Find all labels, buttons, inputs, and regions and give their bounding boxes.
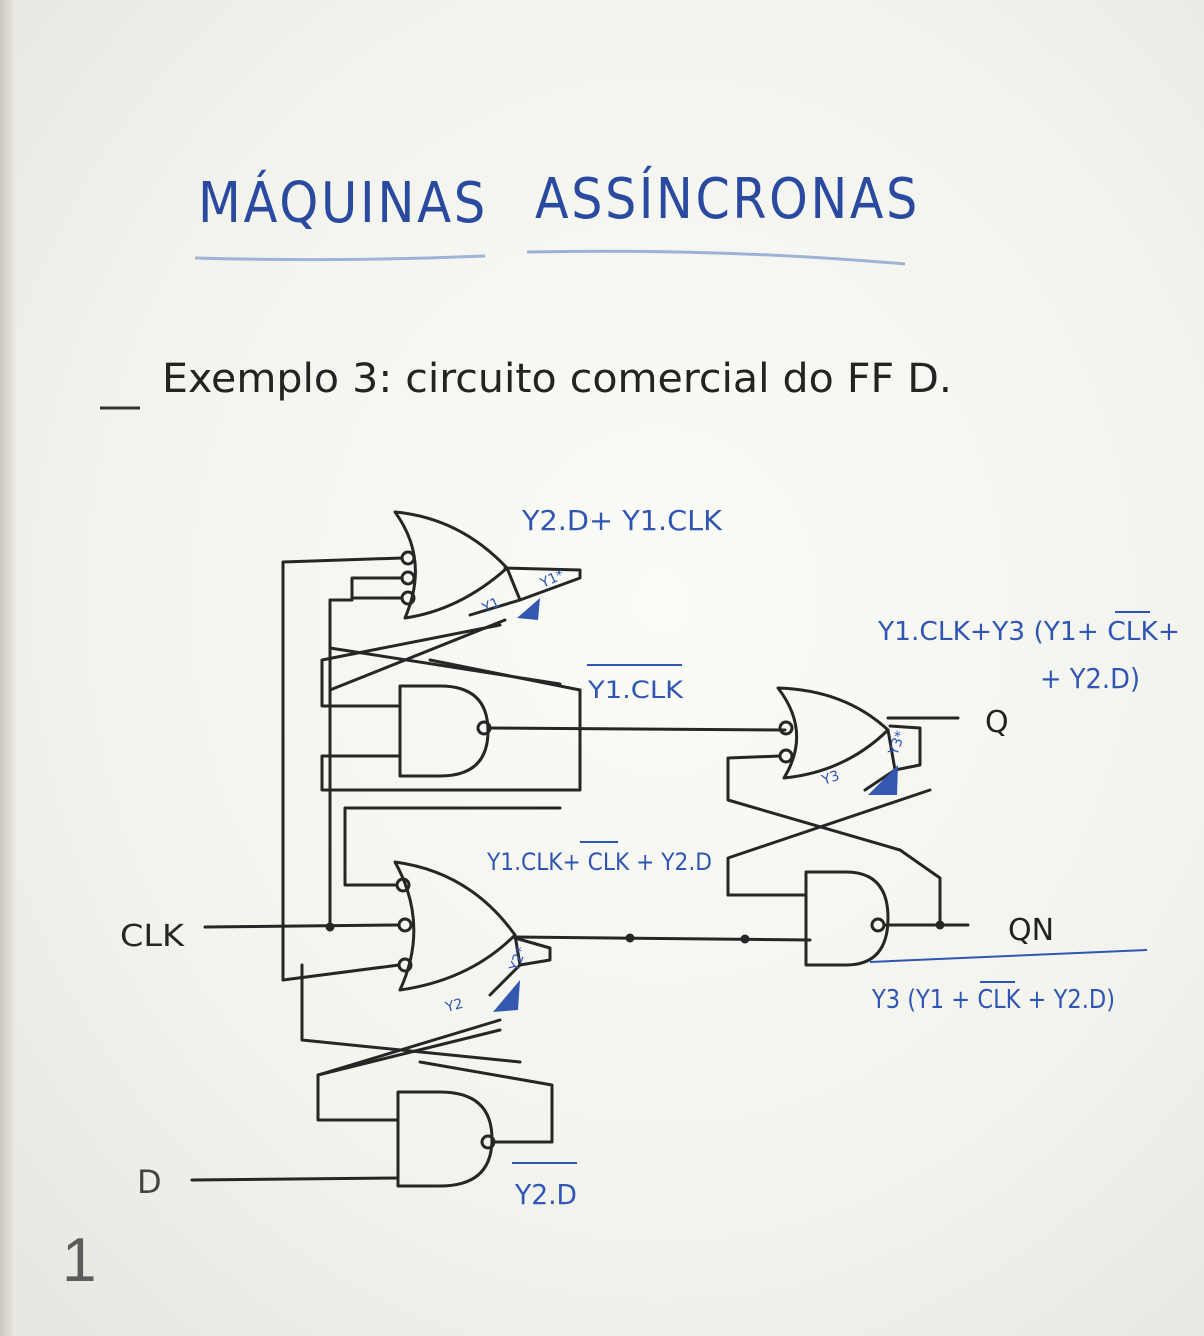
title-underline-2 (526, 249, 906, 266)
gate5-inverter-bubble-2 (778, 748, 794, 764)
title-underline-1 (194, 254, 486, 262)
delay-triangle-y2 (493, 980, 520, 1012)
whiteboard-frame-edge (0, 0, 16, 1336)
delay-triangle-y3 (868, 765, 898, 795)
expr-y2d-bar: Y2.D (514, 1178, 577, 1211)
delay-triangle-y1 (517, 598, 540, 620)
delay-label-y1: Y1 (479, 595, 503, 617)
overbar-qn (869, 949, 1148, 963)
gate-or-y2 (393, 860, 517, 992)
expr-y1clk-bar: Y1.CLK (587, 676, 685, 704)
gate1-inverter-bubble-1 (400, 550, 416, 566)
label-q: Q (985, 705, 1009, 740)
gate-or-y3 (776, 686, 890, 780)
expr-q-line-1: Y1.CLK+Y3 (Y1+ CLK+ (877, 617, 1180, 647)
delay-label-y2-star: Y2* (506, 945, 530, 974)
label-qn: QN (1008, 913, 1054, 948)
delay-label-y3: Y3 (819, 768, 842, 789)
gate-nand-y1clk (398, 684, 490, 778)
gate-or-y1 (393, 510, 509, 620)
gate5-inverter-bubble-1 (778, 720, 794, 736)
gate-nand-y3 (804, 870, 890, 967)
d-wire (190, 1176, 400, 1182)
expr-y2-next: Y1.CLK+ CLK + Y2.D (486, 848, 712, 876)
expr-q-line-2: + Y2.D) (1040, 662, 1140, 695)
gate3-inverter-bubble-2 (397, 917, 413, 933)
delay-label-y2: Y2 (443, 996, 465, 1016)
title-word-2: ASSÍNCRONAS (535, 166, 920, 232)
title-word-1: MÁQUINAS (198, 171, 488, 236)
gate-nand-y2d (396, 1090, 494, 1188)
expr-y1-next: Y2.D+ Y1.CLK (521, 504, 723, 537)
gate1-inverter-bubble-2 (400, 570, 416, 586)
expr-qn: Y3 (Y1 + CLK + Y2.D) (871, 985, 1115, 1015)
clk-wire (203, 923, 401, 929)
subtitle: Exemplo 3: circuito comercial do FF D. (162, 356, 952, 402)
label-clk: CLK (120, 919, 185, 954)
gate6-inverter-bubble (870, 917, 886, 933)
page-number: 1 (62, 1226, 97, 1295)
label-d: D (137, 1163, 162, 1201)
